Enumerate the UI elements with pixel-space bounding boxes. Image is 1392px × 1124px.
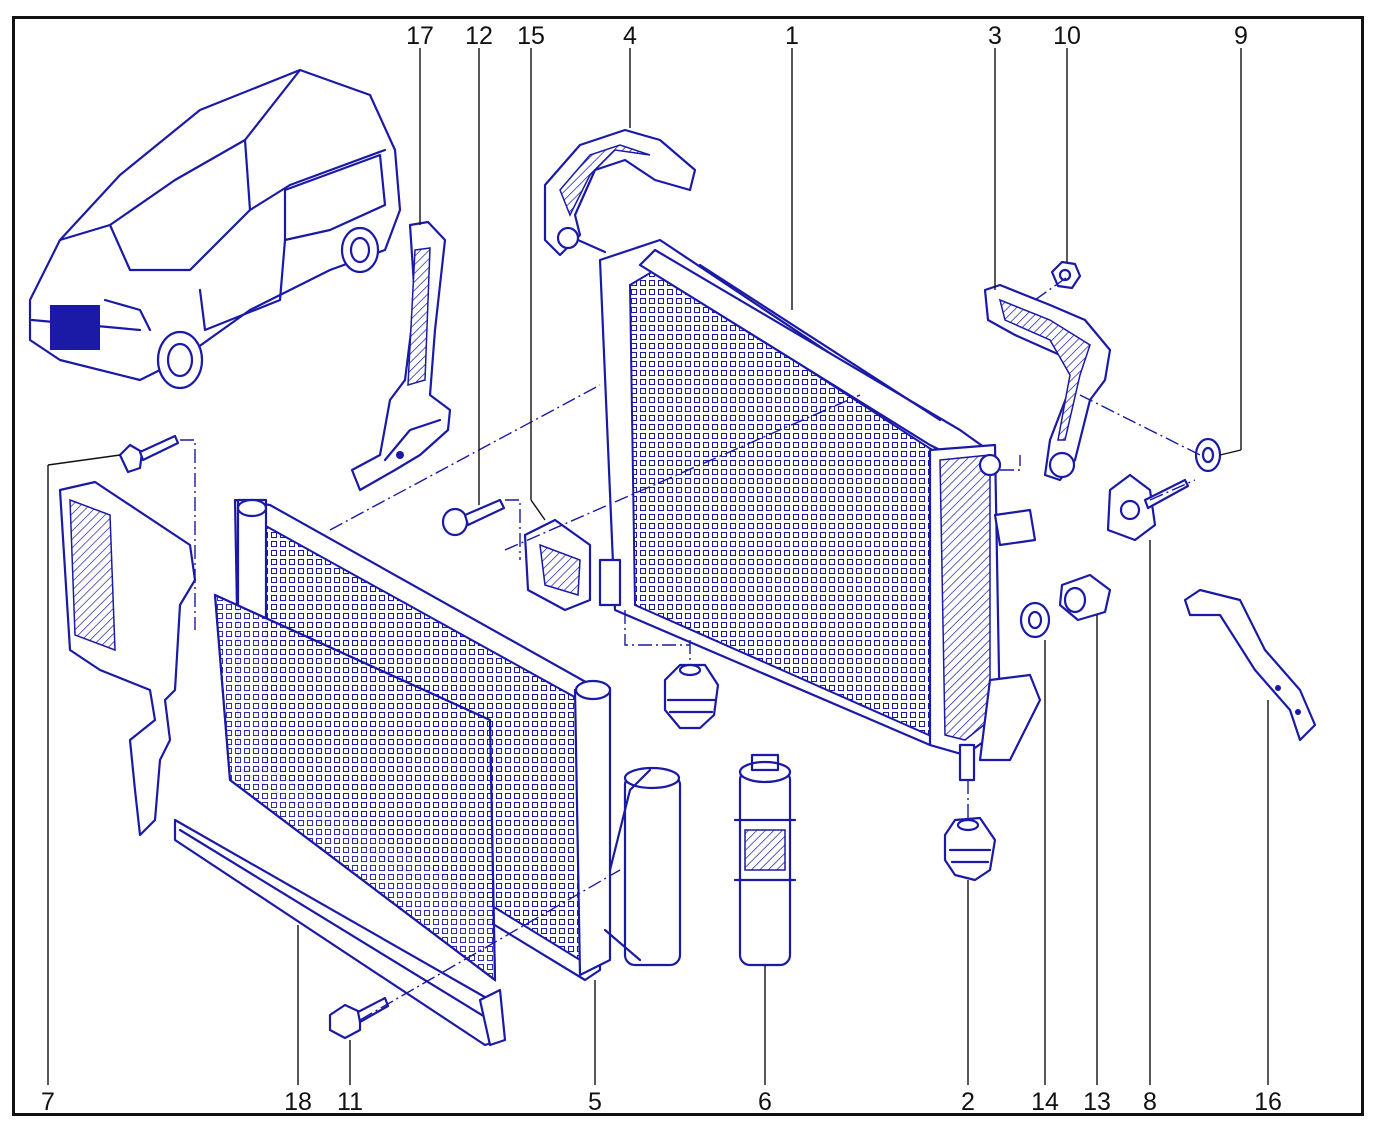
radiator (598, 238, 1042, 782)
condenser-clip (523, 518, 592, 612)
callout-15: 15 (517, 22, 545, 50)
seal-ring (1019, 601, 1051, 639)
bolt-11 (328, 996, 390, 1040)
dehydrator (733, 753, 797, 967)
callout-16: 16 (1254, 1088, 1282, 1116)
drain-plug (1058, 573, 1112, 622)
callout-7: 7 (41, 1088, 55, 1116)
callout-8: 8 (1143, 1088, 1157, 1116)
callout-3: 3 (988, 22, 1002, 50)
lower-side-bracket (1183, 588, 1317, 742)
callout-13: 13 (1083, 1088, 1111, 1116)
callout-6: 6 (758, 1088, 772, 1116)
upper-right-radiator-bracket (983, 283, 1112, 482)
callout-2: 2 (961, 1088, 975, 1116)
callout-17: 17 (406, 22, 434, 50)
upper-support-bracket (350, 220, 452, 492)
diagram-frame (12, 16, 1364, 1116)
condenser (213, 498, 682, 983)
callout-9: 9 (1234, 22, 1248, 50)
bolt-12 (441, 498, 506, 537)
callout-12: 12 (465, 22, 493, 50)
rubber-mount-lower-left (663, 663, 720, 730)
callout-18: 18 (284, 1088, 312, 1116)
van-icon (28, 68, 402, 390)
bolt-7 (118, 434, 180, 474)
callout-1: 1 (785, 22, 799, 50)
air-deflector (58, 480, 507, 1047)
radiator-mount-with-bolt (1106, 473, 1190, 542)
callout-10: 10 (1053, 22, 1081, 50)
callout-5: 5 (588, 1088, 602, 1116)
alignment-lines (180, 274, 1201, 1021)
callout-14: 14 (1031, 1088, 1059, 1116)
callout-4: 4 (623, 22, 637, 50)
leader-lines (47, 48, 1269, 1085)
upper-left-radiator-bracket (543, 128, 697, 257)
rubber-mount-lower-right (943, 816, 997, 882)
callout-11: 11 (337, 1088, 363, 1116)
